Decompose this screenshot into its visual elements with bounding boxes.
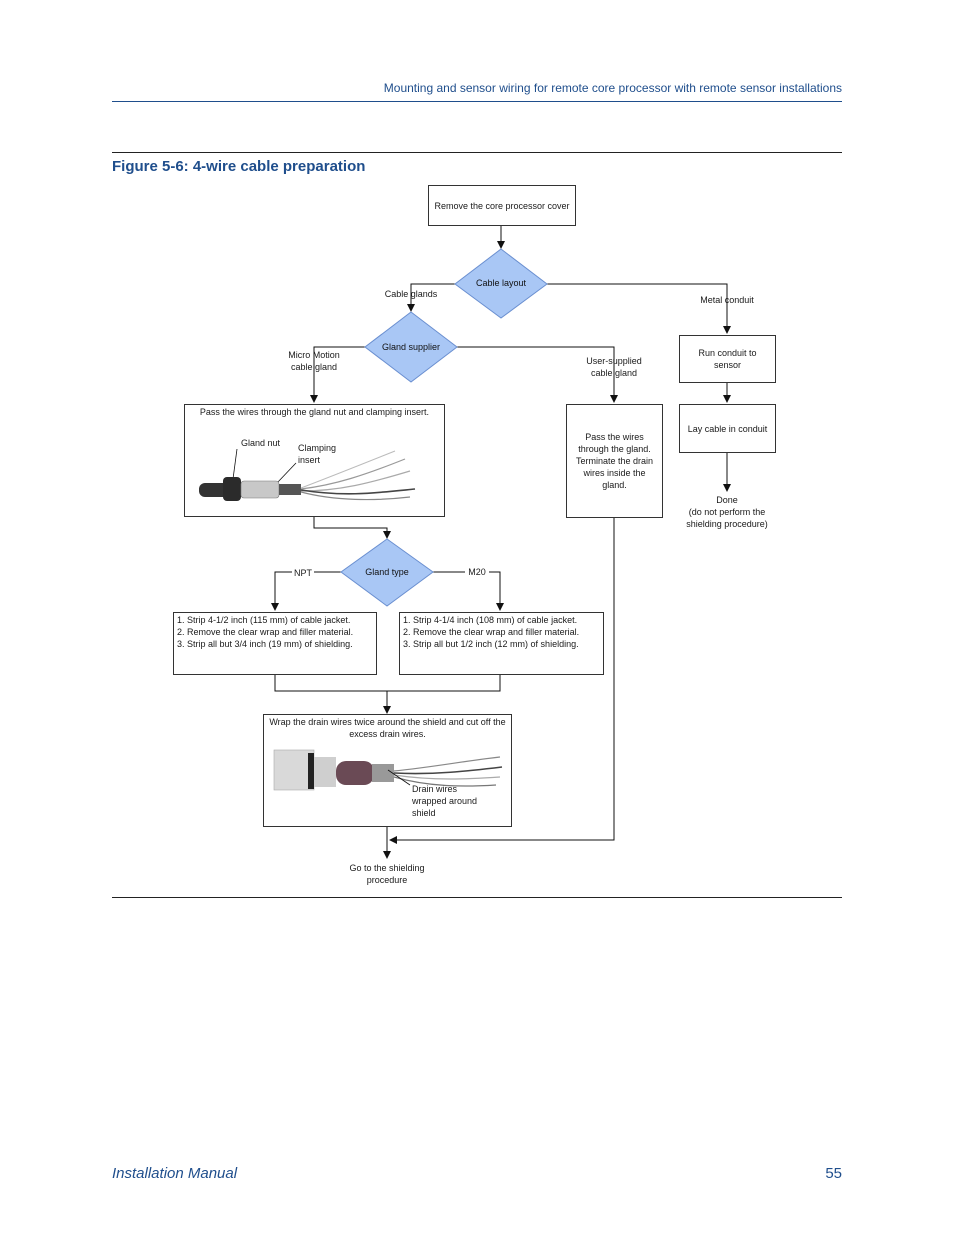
label-micro-motion: Micro Motion cable gland xyxy=(288,350,340,372)
gland-nut-label: Gland nut xyxy=(241,438,281,448)
start-box: Remove the core processor cover xyxy=(428,185,576,226)
label-npt: NPT xyxy=(292,567,314,579)
label-m20: M20 xyxy=(465,566,489,578)
cable-gland-illustration xyxy=(199,448,416,501)
pass-wires-caption: Pass the wires through the gland nut and… xyxy=(199,407,430,417)
label-user-supplied: User-supplied cable gland xyxy=(586,356,642,378)
clamping-insert-label: Clamping insert xyxy=(298,443,337,465)
npt-step-2: 2. Remove the clear wrap and filler mate… xyxy=(177,627,354,637)
run-conduit-box: Run conduit to sensor xyxy=(679,335,776,383)
pass-wires-user-box: Pass the wires through the gland. Termin… xyxy=(566,404,663,518)
drain-wires-label: Drain wires wrapped around shield xyxy=(412,784,478,818)
npt-step-1: 1. Strip 4-1/2 inch (115 mm) of cable ja… xyxy=(177,615,351,625)
wrap-drain-caption: Wrap the drain wires twice around the sh… xyxy=(269,717,506,739)
footer-manual-title: Installation Manual xyxy=(112,1165,238,1182)
decision-cable-layout-shape xyxy=(454,248,548,319)
drain-wrap-illustration xyxy=(273,749,503,791)
label-metal-conduit: Metal conduit xyxy=(700,295,754,305)
end-label: Go to the shielding procedure xyxy=(349,863,425,885)
pass-wires-box: Pass the wires through the gland nut and… xyxy=(184,404,445,517)
done-label: Done (do not perform the shielding proce… xyxy=(686,495,768,529)
figure-bottom-rule xyxy=(112,897,842,898)
m20-step-2: 2. Remove the clear wrap and filler mate… xyxy=(403,627,580,637)
decision-gland-type-shape xyxy=(340,538,434,607)
figure-title: Figure 5-6: 4-wire cable preparation xyxy=(112,158,366,175)
decision-gland-supplier-shape xyxy=(364,311,458,383)
m20-step-1: 1. Strip 4-1/4 inch (108 mm) of cable ja… xyxy=(403,615,578,625)
figure-top-rule xyxy=(112,152,842,153)
m20-steps-box: 1. Strip 4-1/4 inch (108 mm) of cable ja… xyxy=(399,612,604,675)
wrap-drain-box: Wrap the drain wires twice around the sh… xyxy=(263,714,512,827)
npt-step-3: 3. Strip all but 3/4 inch (19 mm) of shi… xyxy=(177,639,353,649)
section-header: Mounting and sensor wiring for remote co… xyxy=(383,81,842,95)
lay-cable-box: Lay cable in conduit xyxy=(679,404,776,453)
header-rule xyxy=(112,101,842,102)
decision-gland-type-label: Gland type xyxy=(365,567,409,577)
m20-step-3: 3. Strip all but 1/2 inch (12 mm) of shi… xyxy=(403,639,579,649)
label-cable-glands: Cable glands xyxy=(384,289,438,299)
decision-gland-supplier-label: Gland supplier xyxy=(381,342,441,352)
decision-cable-layout-label: Cable layout xyxy=(475,278,527,288)
npt-steps-box: 1. Strip 4-1/2 inch (115 mm) of cable ja… xyxy=(173,612,377,675)
footer-page-number: 55 xyxy=(825,1165,842,1182)
